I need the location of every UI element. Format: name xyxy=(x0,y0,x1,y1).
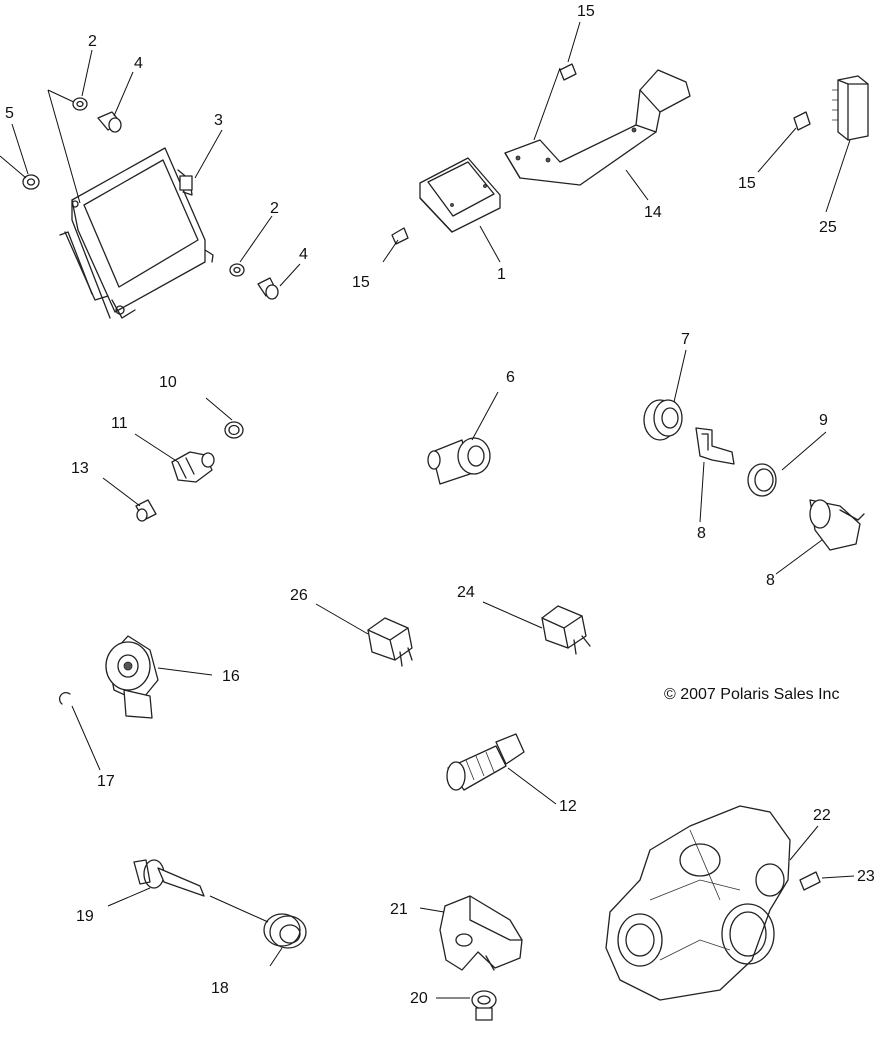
leader-line xyxy=(71,705,101,771)
callout-11: 11 xyxy=(111,415,128,432)
leader-line xyxy=(279,263,301,287)
leader-line xyxy=(567,21,581,63)
callout-16: 16 xyxy=(222,668,240,685)
leader-line xyxy=(533,67,561,141)
callout-2-upper: 2 xyxy=(88,33,97,50)
leader-line xyxy=(825,139,851,213)
seal-part-18 xyxy=(263,913,307,949)
leader-line xyxy=(482,601,543,629)
leader-line xyxy=(269,947,283,967)
callout-20: 20 xyxy=(410,990,428,1007)
leader-line xyxy=(113,71,134,117)
callout-4-lower: 4 xyxy=(299,246,308,263)
leader-line xyxy=(699,461,705,523)
leader-line xyxy=(205,397,233,421)
washer-part-2-upper xyxy=(72,97,88,111)
cover-part-1 xyxy=(419,157,501,233)
relay-part-26 xyxy=(367,617,413,667)
callout-24: 24 xyxy=(457,584,475,601)
temp-sensor-part-12 xyxy=(446,733,525,791)
washer-part-5 xyxy=(22,174,40,190)
leader-line xyxy=(419,907,445,913)
leader-line xyxy=(239,215,273,263)
leader-line xyxy=(789,825,819,861)
clip-part-17 xyxy=(58,691,71,705)
callout-7: 7 xyxy=(681,331,690,348)
callout-1: 1 xyxy=(497,266,506,283)
ecu-module-part-3 xyxy=(47,89,214,319)
callout-21: 21 xyxy=(390,901,408,918)
callout-5: 5 xyxy=(5,105,14,122)
leader-line xyxy=(107,887,151,907)
leader-line xyxy=(781,431,827,471)
leader-line xyxy=(0,155,27,179)
leader-line xyxy=(673,349,687,403)
leader-line xyxy=(194,129,223,179)
clip-part-8-upper xyxy=(695,427,735,465)
sensor-part-11 xyxy=(171,451,215,483)
callout-13: 13 xyxy=(71,460,89,477)
leader-line xyxy=(315,603,369,635)
callout-22: 22 xyxy=(813,807,831,824)
callout-23: 23 xyxy=(857,868,875,885)
callout-8-lower: 8 xyxy=(766,572,775,589)
leader-lines xyxy=(0,21,855,999)
leader-line xyxy=(157,667,213,676)
sensor-part-19 xyxy=(133,859,205,897)
leader-line xyxy=(507,767,557,805)
callout-17: 17 xyxy=(97,773,115,790)
leader-line xyxy=(479,225,501,263)
grommet-part-7 xyxy=(643,399,683,441)
washer-part-2-lower xyxy=(229,263,245,277)
throttle-body-part-22 xyxy=(605,805,791,1001)
fuse-block-part-25 xyxy=(832,75,869,141)
copyright-notice: © 2007 Polaris Sales Inc xyxy=(664,686,839,703)
bolt-part-13 xyxy=(135,499,157,522)
callout-25: 25 xyxy=(819,219,837,236)
leader-line xyxy=(81,49,93,97)
callout-2-lower: 2 xyxy=(270,200,279,217)
callout-8-upper: 8 xyxy=(697,525,706,542)
callout-18: 18 xyxy=(211,980,229,997)
bolt-part-4-upper xyxy=(97,111,122,133)
leader-line xyxy=(757,127,797,173)
oring-part-10 xyxy=(224,421,244,439)
callout-6: 6 xyxy=(506,369,515,386)
sensor-part-21 xyxy=(439,895,523,971)
leader-line xyxy=(821,875,855,879)
screw-part-15-right xyxy=(793,111,811,131)
leader-line xyxy=(134,433,179,463)
screw-part-15-left xyxy=(391,227,409,245)
bolt-part-4-lower xyxy=(257,277,279,300)
callout-9: 9 xyxy=(819,412,828,429)
fitting-part-20 xyxy=(471,990,497,1021)
callout-labels: 1 2 2 3 4 4 5 6 7 8 8 9 10 11 12 13 14 1… xyxy=(5,3,875,1007)
knock-sensor-part-16 xyxy=(105,635,159,719)
bracket-part-14 xyxy=(504,69,691,186)
callout-26: 26 xyxy=(290,587,308,604)
callout-3: 3 xyxy=(214,112,223,129)
screw-part-23 xyxy=(799,871,821,891)
leader-line xyxy=(11,123,29,175)
switch-part-6 xyxy=(427,437,491,485)
leader-line xyxy=(775,539,823,575)
leader-line xyxy=(382,239,399,263)
callout-10: 10 xyxy=(159,374,177,391)
callout-14: 14 xyxy=(644,204,662,221)
callout-15-left: 15 xyxy=(352,274,370,291)
connector-part-8-lower xyxy=(809,499,865,551)
callout-19: 19 xyxy=(76,908,94,925)
leader-line xyxy=(209,895,269,923)
callout-4-upper: 4 xyxy=(134,55,143,72)
leader-line xyxy=(102,477,141,507)
callout-12: 12 xyxy=(559,798,577,815)
leader-line xyxy=(625,169,649,201)
screw-part-15-top xyxy=(559,63,577,81)
callout-15-right: 15 xyxy=(738,175,756,192)
leader-line xyxy=(471,391,499,441)
grommet-part-9 xyxy=(747,463,777,497)
relay-part-24 xyxy=(541,605,591,655)
callout-15-top: 15 xyxy=(577,3,595,20)
